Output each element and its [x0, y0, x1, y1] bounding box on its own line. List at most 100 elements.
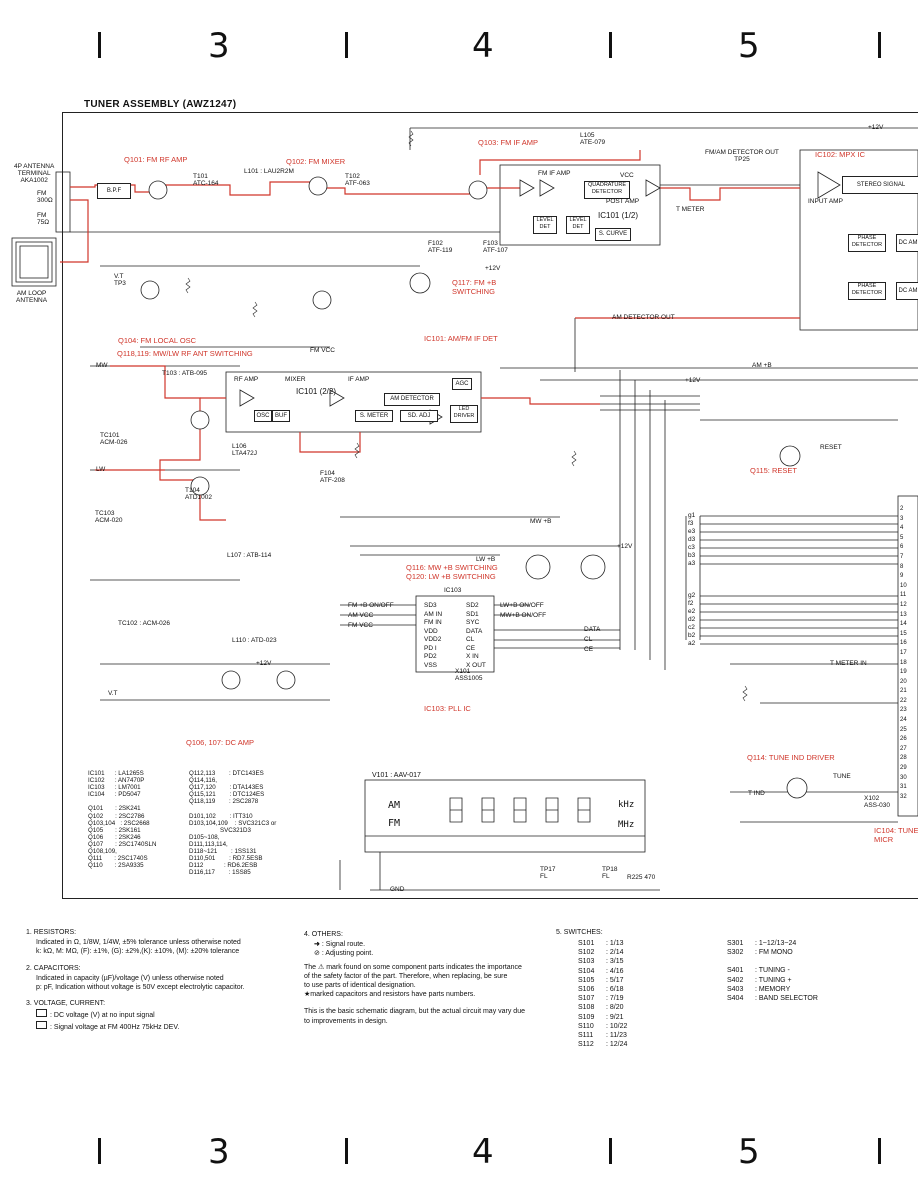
label-q117: Q117: FM +B SWITCHING [452, 278, 497, 296]
resistors-text: Indicated in Ω, 1/8W, 1/4W, ±5% toleranc… [36, 939, 241, 956]
column-tick [878, 32, 881, 58]
pll-net-label: FM VCC [348, 622, 373, 629]
pll-pin: X OUT [466, 661, 486, 669]
vfd-label: V101 : AAV-017 [372, 772, 421, 779]
switch-id: S111 [578, 1032, 594, 1040]
pll-pin: VDD [424, 627, 438, 635]
label-q114: Q114: TUNE IND DRIVER [747, 753, 835, 762]
column-tick [345, 1138, 348, 1164]
switch-function: : 7/19 [606, 995, 624, 1003]
notes-block-middle: 4. OTHERS: ➜ : Signal route. ⊘ : Adjusti… [304, 930, 562, 1026]
label-ic103: IC103: PLL IC [424, 704, 471, 713]
fm-if-amp-label: FM IF AMP [538, 170, 571, 177]
pll-net-label: CE [584, 646, 594, 653]
pll-external-right: LW+B ON/OFF MW+B ON/OFF [500, 602, 546, 622]
capacitors-text: Indicated in capacity (µF)/voltage (V) u… [36, 974, 245, 992]
t101-label: T101 ATC-164 [193, 173, 219, 187]
vfd-digits [449, 797, 591, 823]
agc-block: AGC [452, 378, 472, 390]
vfd-khz: kHz [618, 800, 635, 810]
pll-pin: SD2 [466, 602, 479, 609]
level-det-block-2: LEVEL DET [566, 216, 590, 234]
pll-external-left: FM +B ON/OFF AM VCC FM VCC [348, 602, 394, 632]
arrow-right-icon: ➜ [314, 941, 320, 949]
adjust-point-text: : Adjusting point. [321, 950, 374, 958]
phase-detector-block-1: PHASE DETECTOR [848, 234, 886, 252]
switch-row: S103: 3/15 [578, 957, 627, 966]
bpf-block: B.P.F [97, 183, 131, 199]
switch-id: S103 [578, 958, 595, 966]
connector-pin: 22 [900, 697, 907, 704]
switch-function: : 8/20 [606, 1004, 624, 1012]
am-detector-block: AM DETECTOR [384, 393, 440, 406]
vfd-mhz: MHz [618, 820, 635, 830]
buf-block: BUF [272, 410, 290, 422]
voltage-dc-line: : DC voltage (V) at no input signal [36, 1009, 316, 1020]
grid-label: g2 [688, 592, 696, 599]
column-number-3: 3 [208, 26, 230, 66]
column-number-5: 5 [738, 1132, 760, 1172]
l107-label: L107 : ATB-114 [227, 552, 272, 559]
tp17-label: TP17 FL [540, 866, 556, 880]
grid-label: c2 [688, 624, 695, 631]
parts-list-ic-transistors: IC101 : LA1265S IC102 : AN7470P IC103 : … [88, 770, 157, 870]
reset-label: RESET [820, 444, 842, 451]
ate079-label: L105 ATE-079 [580, 132, 606, 146]
switch-row: S402: TUNING + [727, 976, 818, 985]
pll-pin: X IN [466, 653, 479, 660]
fm-am-det-out-label: FM/AM DETECTOR OUT TP25 [705, 149, 779, 163]
mw-plus-b-label: MW +B [530, 518, 552, 525]
switch-row: S106: 6/18 [578, 985, 627, 994]
column-bar-bottom: 3 4 5 [0, 1128, 918, 1178]
schematic-frame [62, 112, 918, 899]
switch-id: S301 [727, 940, 744, 947]
switch-id: S302 [727, 949, 744, 957]
switch-row: S403: MEMORY [727, 985, 818, 994]
dc-voltage-icon [36, 1009, 47, 1018]
label-q118: Q118,119: MW/LW RF ANT SWITCHING [117, 349, 253, 358]
gnd-label: GND [390, 886, 405, 893]
tune-label: TUNE [833, 773, 851, 780]
vt-label: V.T [108, 690, 118, 697]
t102-label: T102 ATF-063 [345, 173, 370, 187]
switch-id: S109 [578, 1013, 595, 1021]
adjust-point-line: ⊘ : Adjusting point. [314, 949, 562, 958]
voltage-dc-text: : DC voltage (V) at no input signal [50, 1012, 155, 1020]
f104-label: F104 ATF-208 [320, 470, 345, 484]
column-number-3: 3 [208, 1132, 230, 1172]
plus12v-label-mid: +12V [485, 265, 501, 272]
grid-label: f3 [688, 520, 694, 527]
connector-pin: 31 [900, 784, 907, 791]
column-bar-top: 3 4 5 [0, 10, 918, 70]
switch-function: : 12/24 [606, 1041, 628, 1049]
t103-label: T103 : ATB-095 [162, 370, 208, 377]
voltage-signal-text: : Signal voltage at FM 400Hz 75kHz DEV. [50, 1023, 180, 1031]
pll-pin: VSS [424, 661, 438, 669]
vt-tp3-label: V.T TP3 [114, 273, 126, 287]
label-q116: Q116: MW +B SWITCHING Q120: LW +B SWITCH… [406, 563, 498, 581]
grid-label: e2 [688, 608, 696, 615]
signal-route-line: ➜ : Signal route. [314, 940, 562, 949]
switch-id: S101 [578, 940, 595, 947]
grid-label: d3 [688, 536, 696, 543]
s-meter-block: S. METER [355, 410, 393, 422]
pll-pin: CL [466, 636, 475, 643]
connector-pin: 26 [900, 736, 907, 743]
if-amp-label: IF AMP [348, 376, 370, 383]
switch-row: S107 : 7/19 [578, 994, 627, 1003]
connector-pin: 12 [900, 601, 907, 608]
connector-pin: 9 [900, 573, 904, 580]
switch-id: S402 [727, 976, 744, 984]
t104-label: T104 ATD1002 [185, 487, 212, 501]
plus12v-label-top: +12V [868, 124, 884, 131]
switch-id: S102 [578, 949, 595, 957]
switch-row: S112: 12/24 [578, 1040, 627, 1049]
switch-function: : MEMORY [755, 985, 791, 993]
switch-id: S107 [578, 995, 595, 1003]
switch-function: : 4/16 [606, 967, 624, 975]
switch-row: S404: BAND SELECTOR [727, 994, 818, 1003]
pll-pin: VDD2 [424, 636, 442, 643]
grid-label: c3 [688, 544, 695, 551]
